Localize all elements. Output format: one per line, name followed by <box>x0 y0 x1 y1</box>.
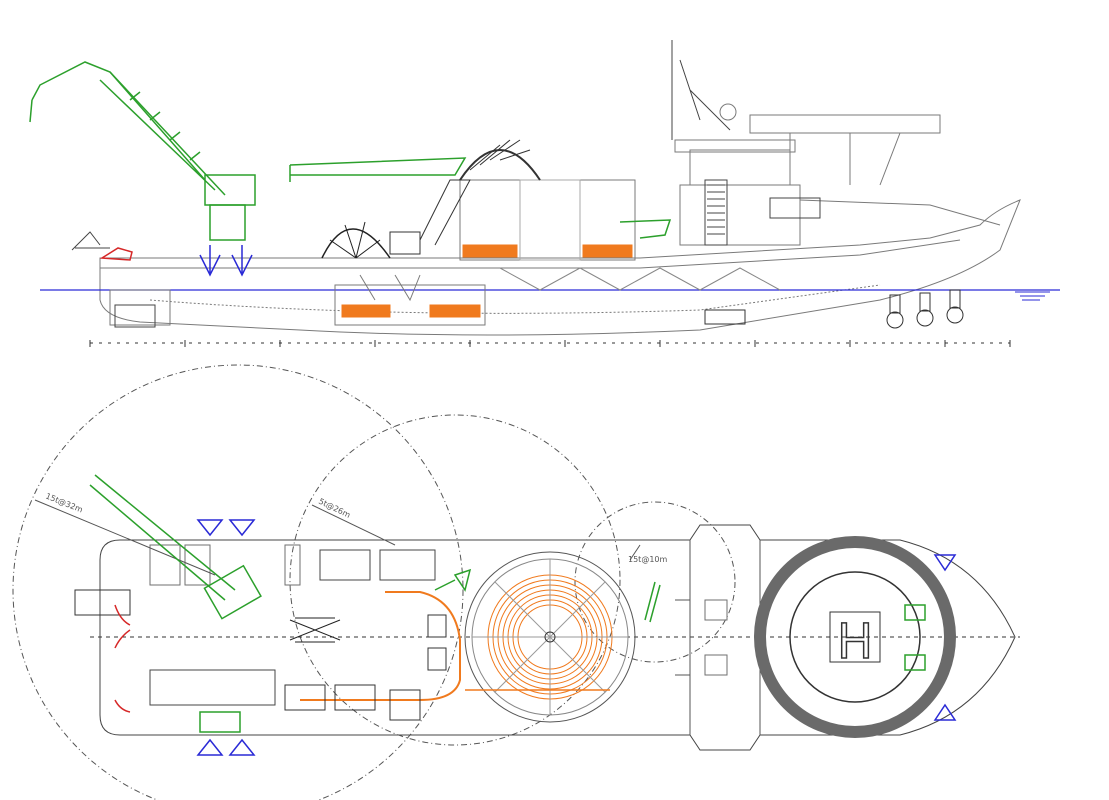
bridge <box>674 139 796 153</box>
plan-hatch-1 <box>427 614 447 638</box>
chute-tower <box>419 179 471 246</box>
deck-rack-2 <box>184 544 211 586</box>
deck-truss <box>499 267 781 291</box>
cable-wheel-spokes <box>329 221 381 259</box>
cable-lay-path <box>300 591 461 701</box>
carousel-hub <box>544 631 556 643</box>
plan-mid-crane <box>434 568 472 592</box>
mid-crane-boom <box>289 157 467 176</box>
stern-roller-red <box>99 247 133 261</box>
main-crane-boom-lattice <box>99 71 216 191</box>
radar-dome-icon <box>719 103 737 121</box>
helideck-circle <box>789 571 921 703</box>
deck-rack-1 <box>149 544 181 586</box>
radius-mid-crane <box>289 414 621 746</box>
tensioner-plan-1 <box>284 684 326 711</box>
plan-small-crane <box>644 581 661 623</box>
plan-anchors <box>196 519 957 756</box>
carousel-arch-ribs <box>469 139 531 171</box>
tensioner <box>389 231 421 255</box>
plan-cranes <box>89 474 926 733</box>
radius-label-lines <box>34 499 641 576</box>
deck-grid-1 <box>319 549 371 581</box>
carousel-tank-left-fill <box>462 244 518 258</box>
helideck-h-box <box>829 611 881 663</box>
main-crane-cab <box>204 174 256 206</box>
carousel-middle <box>519 179 581 261</box>
main-crane-boom <box>31 61 226 196</box>
lower-hold <box>334 284 486 326</box>
main-crane-hook-line <box>29 99 33 123</box>
helideck-side <box>749 114 941 134</box>
side-anchors <box>199 245 253 277</box>
rescue-boat <box>769 197 821 219</box>
bow-winch-top <box>904 604 926 621</box>
chute-plan <box>389 689 421 721</box>
hull-profile <box>99 199 1021 336</box>
hold-tank-orange-right <box>429 304 481 318</box>
main-crane-pedestal <box>209 204 246 241</box>
helideck-supports <box>789 132 901 186</box>
stern-fairleads <box>114 604 131 713</box>
side-cranes <box>29 61 672 241</box>
stern-a-frame <box>71 231 110 251</box>
mast <box>671 40 731 140</box>
helideck-letter: H <box>837 614 873 670</box>
bow-wave <box>1015 291 1050 301</box>
tensioner-plan-2 <box>334 684 376 711</box>
carousel-plan <box>464 551 636 723</box>
carousel-arch <box>459 149 541 181</box>
stair-tower-lines <box>707 184 725 235</box>
stern-green-block <box>199 711 241 733</box>
aft-machinery-plan <box>74 589 131 616</box>
label-main-crane-radius: 15t@32m <box>44 492 84 515</box>
aft-deck-block <box>109 289 171 326</box>
small-crane <box>619 219 672 239</box>
plan-main-crane-house <box>203 564 262 620</box>
carousel-spokes <box>472 559 628 715</box>
hold-tank-orange-left <box>341 304 391 318</box>
bow-thrusters <box>886 289 964 329</box>
lower-row-blocks <box>149 669 276 706</box>
forecastle <box>799 199 1001 226</box>
carousel-tank-right-fill <box>582 244 633 258</box>
side-elevation <box>40 40 1060 347</box>
hull-sheer-line <box>100 239 961 269</box>
stern-machinery <box>114 304 156 328</box>
bilge-line <box>149 284 881 314</box>
superstructure-hatch-1 <box>704 599 728 621</box>
label-small-crane-radius: 15t@10m <box>628 555 667 564</box>
superstructure-lower <box>679 184 801 246</box>
scale-ticks <box>89 340 1011 347</box>
plan-hull-outline <box>99 524 1016 751</box>
deck-rack-3 <box>284 544 301 586</box>
plan-view <box>12 364 1020 800</box>
lay-tower-plan <box>289 617 341 643</box>
stair-tower <box>704 179 728 246</box>
plan-main-crane-boom <box>89 474 236 601</box>
deck-grid-2 <box>379 549 436 581</box>
cable-wheel <box>321 228 391 259</box>
superstructure-hatch-2 <box>704 654 728 676</box>
radius-small-crane <box>574 501 736 663</box>
aft-thruster <box>704 309 746 325</box>
hold-frame <box>359 274 421 302</box>
radius-main-crane <box>12 364 464 800</box>
bow-winch-bottom <box>904 654 926 671</box>
plan-hatch-2 <box>427 647 447 671</box>
helideck-ring <box>754 536 956 738</box>
